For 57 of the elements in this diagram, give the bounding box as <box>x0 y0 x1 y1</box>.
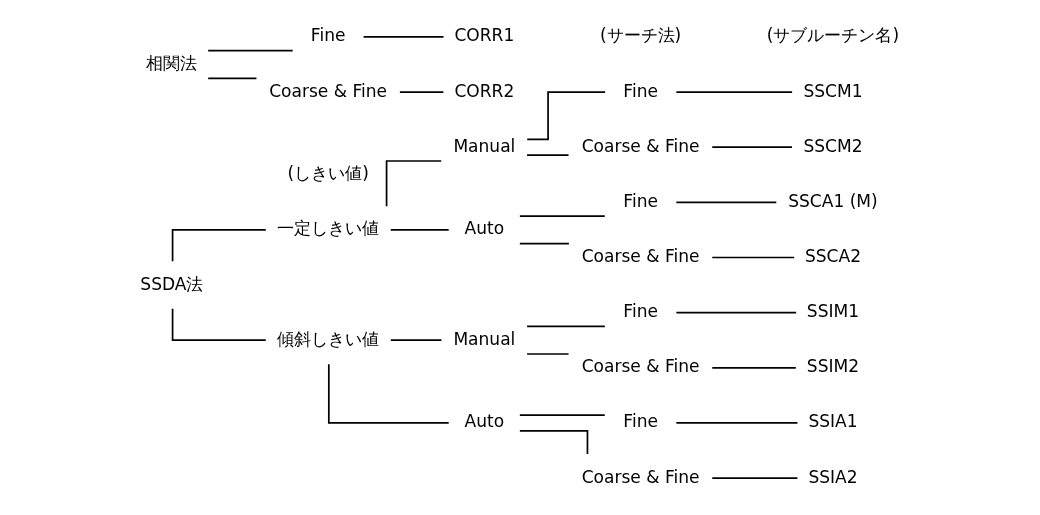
node-text: Fine <box>622 190 658 211</box>
node-text: Coarse & Fine <box>268 80 387 101</box>
node-text: SSIA2 <box>807 466 858 487</box>
node-text: Auto <box>464 218 504 239</box>
connector <box>710 477 798 479</box>
node-text: SSDA法 <box>139 273 203 294</box>
node-text: Manual <box>452 328 515 349</box>
node-text: 傾斜しきい値 <box>276 328 379 349</box>
node-text: SSIA1 <box>807 411 858 432</box>
connector <box>518 414 606 416</box>
node-text: SSIM2 <box>806 356 859 377</box>
connector <box>710 146 793 149</box>
connector <box>525 91 606 141</box>
label: (しきい値) <box>287 163 369 184</box>
node-text: Coarse & Fine <box>581 245 700 266</box>
node-text: Fine <box>622 301 658 322</box>
connector <box>675 91 793 93</box>
connector <box>675 311 797 314</box>
node-text: Manual <box>452 135 515 156</box>
node-text: Auto <box>464 411 504 432</box>
connector <box>675 201 777 204</box>
connector <box>206 77 257 80</box>
node-text: CORR1 <box>453 25 514 46</box>
node-text: Fine <box>622 80 658 101</box>
connector <box>525 154 569 156</box>
node-text: 一定しきい値 <box>276 218 379 239</box>
node-text: Coarse & Fine <box>581 466 700 487</box>
connector <box>385 160 442 208</box>
node-text: Coarse & Fine <box>581 135 700 156</box>
connector <box>525 353 569 355</box>
node-text: SSCA2 <box>804 245 861 266</box>
node-text: SSCM2 <box>802 135 863 156</box>
node-text: SSCA1 (M) <box>787 190 878 211</box>
connector <box>362 36 444 38</box>
connector <box>171 307 267 342</box>
node-text: Coarse & Fine <box>581 356 700 377</box>
connector <box>710 256 795 259</box>
connector <box>398 91 444 93</box>
connector <box>675 422 798 424</box>
connector <box>518 242 570 245</box>
node-text: 相関法 <box>145 52 197 73</box>
connector <box>171 229 267 263</box>
label: (サブルーチン名) <box>766 25 899 46</box>
connector <box>525 325 606 328</box>
connector <box>389 339 442 342</box>
label: (サーチ法) <box>599 25 681 46</box>
connector <box>206 49 293 52</box>
node-text: Fine <box>622 411 658 432</box>
connector <box>389 229 450 231</box>
node-text: CORR2 <box>453 80 514 101</box>
connector <box>327 363 450 424</box>
node-text: Fine <box>310 25 345 46</box>
connector <box>710 366 797 369</box>
connector <box>518 215 606 217</box>
node-text: SSIM1 <box>806 301 859 322</box>
connector <box>518 429 588 455</box>
node-text: SSCM1 <box>802 80 863 101</box>
